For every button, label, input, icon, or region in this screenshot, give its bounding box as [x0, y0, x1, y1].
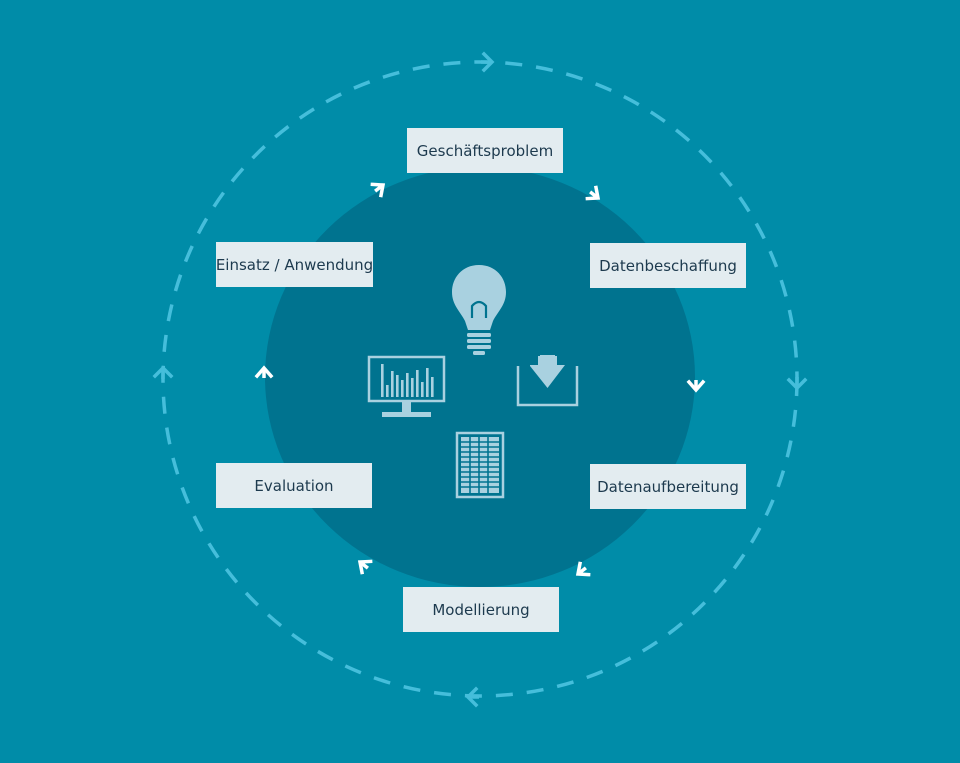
spreadsheet-icon	[455, 431, 505, 499]
step-evaluation: Evaluation	[216, 463, 372, 508]
monitor-chart-icon	[367, 355, 446, 417]
ring-arrow-right-icon	[787, 375, 807, 390]
inner-circle	[265, 167, 695, 587]
lightbulb-icon	[452, 265, 506, 355]
arrow-aufbereitung-to-modell-icon	[571, 560, 592, 582]
step-modellierung: Modellierung	[403, 587, 559, 632]
step-geschaeftsproblem: Geschäftsproblem	[407, 128, 563, 173]
step-einsatz-anwendung: Einsatz / Anwendung	[216, 242, 373, 287]
ring-arrow-top-icon	[479, 52, 494, 72]
arrow-modell-to-evaluation-icon	[353, 554, 374, 576]
step-datenaufbereitung: Datenaufbereitung	[590, 464, 746, 509]
ring-arrow-left-icon	[153, 366, 173, 381]
ring-arrow-bottom-icon	[466, 687, 481, 707]
download-tray-icon	[516, 355, 579, 407]
step-datenbeschaffung: Datenbeschaffung	[590, 243, 746, 288]
